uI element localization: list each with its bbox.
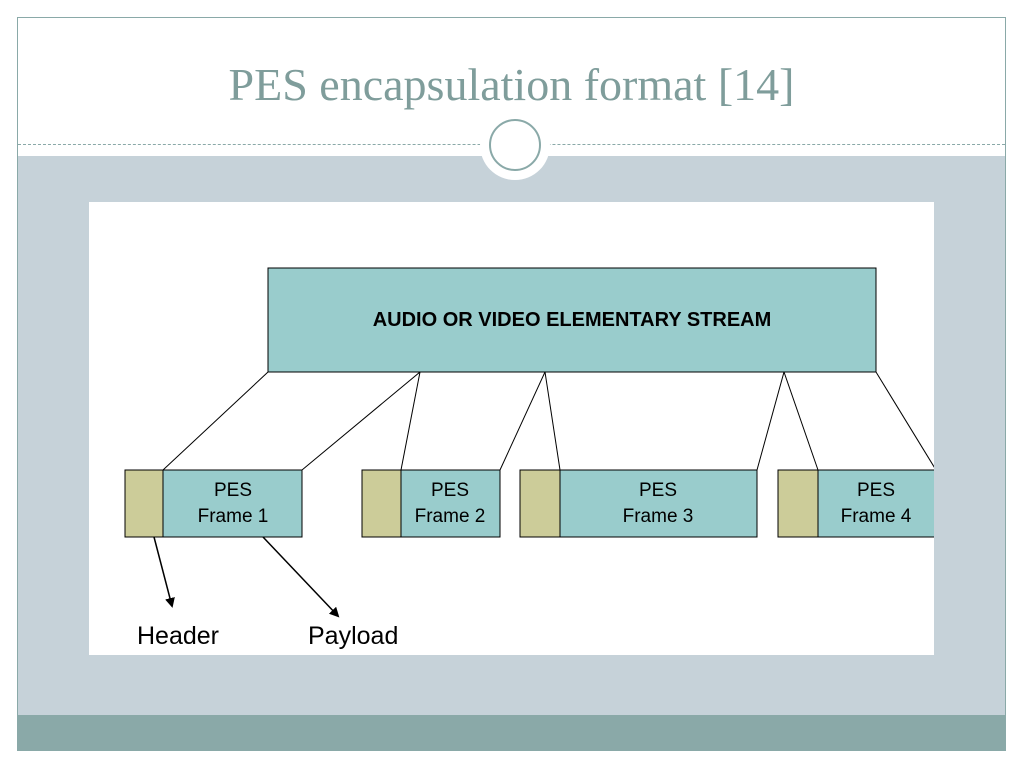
frame-payload-block xyxy=(817,469,934,538)
connector-line xyxy=(875,371,934,468)
frame-label-line1: PES xyxy=(431,480,469,501)
connector-line xyxy=(756,371,785,471)
header-arrow xyxy=(153,536,175,608)
frame-label-line2: Frame 3 xyxy=(623,506,694,527)
pes-frame-2: PES Frame 2 xyxy=(361,469,501,538)
connector-line xyxy=(400,371,421,471)
connector-line xyxy=(544,371,561,471)
frame-header-block xyxy=(124,469,164,538)
frame-label-line1: PES xyxy=(857,480,895,501)
frame-payload-block xyxy=(400,469,501,538)
footer-bar xyxy=(18,715,1005,750)
frame-header-block xyxy=(361,469,402,538)
pes-frame-3: PES Frame 3 xyxy=(519,469,758,538)
diagram-panel: AUDIO OR VIDEO ELEMENTARY STREAM PES Fra… xyxy=(89,202,934,655)
frame-header-block xyxy=(777,469,819,538)
payload-arrow xyxy=(262,536,340,618)
slide-title: PES encapsulation format [14] xyxy=(228,59,795,110)
elementary-stream-box xyxy=(267,267,877,373)
header-callout-label: Header xyxy=(137,622,219,650)
connector-line xyxy=(301,371,421,471)
connector-line xyxy=(783,371,819,471)
frame-label-line2: Frame 2 xyxy=(415,506,486,527)
frame-label-line2: Frame 4 xyxy=(841,506,912,527)
ornament-ring xyxy=(489,119,541,171)
connector-line xyxy=(162,371,269,471)
frame-label-line2: Frame 1 xyxy=(198,506,269,527)
frame-label-line1: PES xyxy=(639,480,677,501)
connector-line xyxy=(499,371,546,471)
elementary-stream-label: AUDIO OR VIDEO ELEMENTARY STREAM xyxy=(373,309,772,331)
pes-diagram: AUDIO OR VIDEO ELEMENTARY STREAM PES Fra… xyxy=(124,267,934,650)
pes-frame-1: PES Frame 1 xyxy=(124,469,303,538)
title-area: PES encapsulation format [14] xyxy=(18,18,1005,144)
frame-header-block xyxy=(519,469,561,538)
circle-ornament-icon xyxy=(480,110,550,180)
connector-lines xyxy=(162,371,934,471)
frame-payload-block xyxy=(559,469,758,538)
slide: PES encapsulation format [14] xyxy=(17,17,1006,751)
payload-callout-label: Payload xyxy=(308,622,398,650)
pes-frame-4: PES Frame 4 xyxy=(777,469,934,538)
frame-payload-block xyxy=(162,469,303,538)
frame-label-line1: PES xyxy=(214,480,252,501)
